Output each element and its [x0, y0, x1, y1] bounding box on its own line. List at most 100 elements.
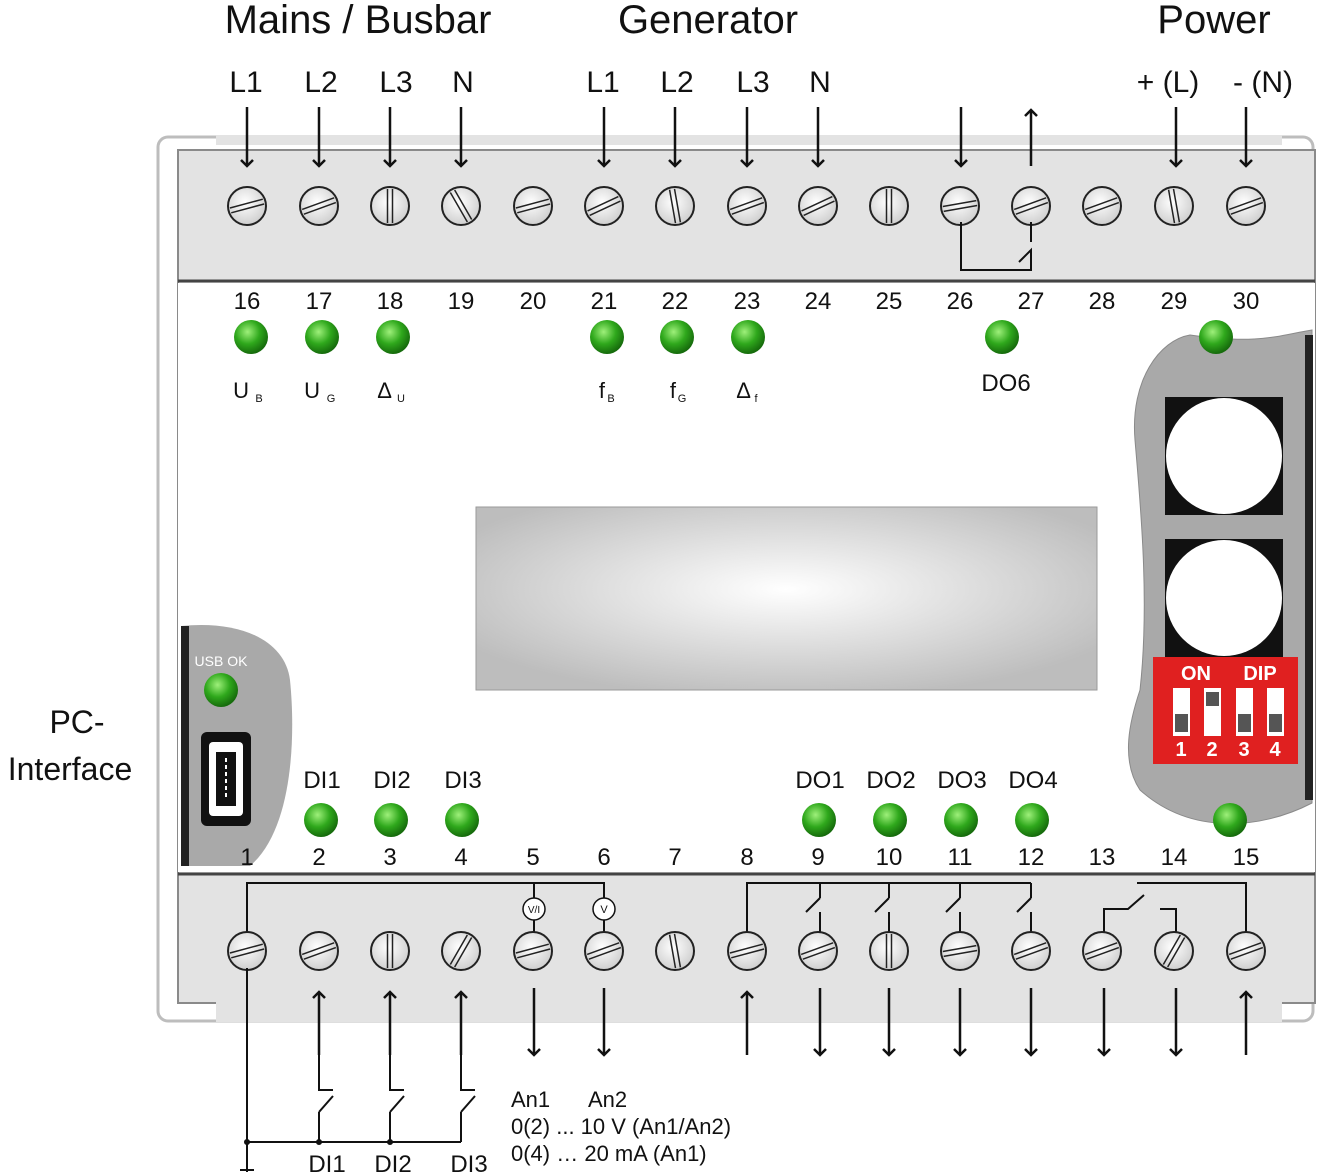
top-screw-13[interactable] — [1082, 186, 1122, 226]
pc-interface-label-line1: PC- — [49, 704, 104, 740]
top-terminal-block — [227, 186, 1266, 226]
mains-busbar-header: Mains / Busbar — [225, 0, 492, 42]
mains-n-label: N — [452, 66, 474, 99]
usb-ok-led — [204, 673, 238, 707]
bottom-screw-12[interactable] — [1011, 931, 1051, 971]
bottom-terminal-number-3: 3 — [383, 844, 396, 871]
top-led-fg — [660, 320, 694, 354]
top-screw-10[interactable] — [869, 186, 909, 226]
bottom-screw-15[interactable] — [1226, 931, 1266, 971]
dip-3-label: 3 — [1238, 739, 1249, 761]
top-terminal-number-27: 27 — [1018, 288, 1045, 315]
power-header: Power — [1157, 0, 1270, 42]
top-terminal-number-30: 30 — [1233, 288, 1260, 315]
dip-1-label: 1 — [1175, 739, 1186, 761]
top-terminal-number-23: 23 — [734, 288, 761, 315]
power-plus-label: + (L) — [1137, 66, 1200, 99]
top-screw-6[interactable] — [584, 186, 624, 226]
top-input-arrows — [240, 107, 1253, 168]
top-led-power — [1199, 320, 1233, 354]
bottom-terminal-number-1: 1 — [240, 844, 253, 871]
top-screw-7[interactable] — [655, 186, 695, 226]
gen-l2-label: L2 — [660, 66, 693, 99]
top-terminal-number-20: 20 — [520, 288, 547, 315]
di2-input-label: DI2 — [374, 1151, 411, 1174]
top-screw-1[interactable] — [227, 186, 267, 226]
bottom-screw-8[interactable] — [727, 931, 767, 971]
pc-interface-label-line2: Interface — [8, 751, 133, 787]
mains-l3-label: L3 — [379, 66, 412, 99]
bottom-screw-14[interactable] — [1154, 931, 1194, 971]
dip-switch[interactable]: ON DIP 1 2 3 4 — [1153, 657, 1298, 764]
dip-2-label: 2 — [1206, 739, 1217, 761]
bottom-led-do4 — [1015, 803, 1049, 837]
an1-marker-label: V/I — [528, 905, 540, 916]
top-screw-15[interactable] — [1226, 186, 1266, 226]
do3-led-label: DO3 — [937, 767, 986, 794]
bottom-led-di3 — [445, 803, 479, 837]
usb-ok-label: USB OK — [195, 653, 249, 669]
bottom-screw-3[interactable] — [370, 931, 410, 971]
bottom-led-do3 — [944, 803, 978, 837]
top-terminal-number-21: 21 — [591, 288, 618, 315]
top-screw-14[interactable] — [1154, 186, 1194, 226]
top-screw-9[interactable] — [798, 186, 838, 226]
bottom-screw-11[interactable] — [940, 931, 980, 971]
di3-input-label: DI3 — [450, 1151, 487, 1174]
bottom-status-leds — [304, 803, 1247, 837]
bottom-terminal-number-14: 14 — [1161, 844, 1188, 871]
top-terminal-number-25: 25 — [876, 288, 903, 315]
note-an2: An2 — [588, 1087, 627, 1112]
do2-led-label: DO2 — [866, 767, 915, 794]
ug-label: U — [304, 378, 320, 403]
an2-marker-label: V — [600, 904, 608, 916]
top-led-ug — [305, 320, 339, 354]
df-label: Δ — [736, 378, 751, 403]
bottom-terminal-number-5: 5 — [526, 844, 539, 871]
button-b[interactable] — [1166, 540, 1282, 656]
top-terminal-number-22: 22 — [662, 288, 689, 315]
bottom-screw-6[interactable] — [584, 931, 624, 971]
bottom-screw-13[interactable] — [1082, 931, 1122, 971]
top-led-do6 — [985, 320, 1019, 354]
top-screw-11[interactable] — [940, 186, 980, 226]
top-screw-2[interactable] — [299, 186, 339, 226]
top-status-leds — [234, 320, 1233, 354]
top-led-du — [376, 320, 410, 354]
top-screw-5[interactable] — [513, 186, 553, 226]
top-terminal-number-29: 29 — [1161, 288, 1188, 315]
top-terminal-number-16: 16 — [234, 288, 261, 315]
bottom-screw-4[interactable] — [441, 931, 481, 971]
bottom-screw-9[interactable] — [798, 931, 838, 971]
top-screw-4[interactable] — [441, 186, 481, 226]
bottom-terminal-number-4: 4 — [454, 844, 467, 871]
note-voltage-range: 0(2) ... 10 V (An1/An2) — [511, 1114, 731, 1139]
display-window — [475, 506, 1098, 691]
button-a[interactable] — [1166, 398, 1282, 514]
bottom-screw-5[interactable] — [513, 931, 553, 971]
fg-label: f — [670, 378, 677, 403]
generator-header: Generator — [618, 0, 798, 42]
usb-port[interactable] — [201, 732, 251, 826]
bottom-led-do2 — [873, 803, 907, 837]
fg-sub: G — [678, 393, 687, 405]
an2-marker — [592, 897, 616, 921]
top-terminal-number-17: 17 — [306, 288, 333, 315]
bottom-terminal-number-11: 11 — [948, 844, 973, 871]
top-led-labels: U B U G Δ U f B f G Δ f DO6 — [233, 370, 1031, 405]
top-screw-8[interactable] — [727, 186, 767, 226]
top-terminal-number-28: 28 — [1089, 288, 1116, 315]
note-an1: An1 — [511, 1087, 550, 1112]
top-terminal-number-18: 18 — [377, 288, 404, 315]
bottom-screw-7[interactable] — [655, 931, 695, 971]
bottom-screw-2[interactable] — [299, 931, 339, 971]
du-label: Δ — [377, 378, 392, 403]
bottom-terminal-number-2: 2 — [312, 844, 325, 871]
top-screw-12[interactable] — [1011, 186, 1051, 226]
bottom-screw-1[interactable] — [227, 931, 267, 971]
bottom-terminal-number-10: 10 — [876, 844, 903, 871]
top-screw-3[interactable] — [370, 186, 410, 226]
bottom-screw-10[interactable] — [869, 931, 909, 971]
